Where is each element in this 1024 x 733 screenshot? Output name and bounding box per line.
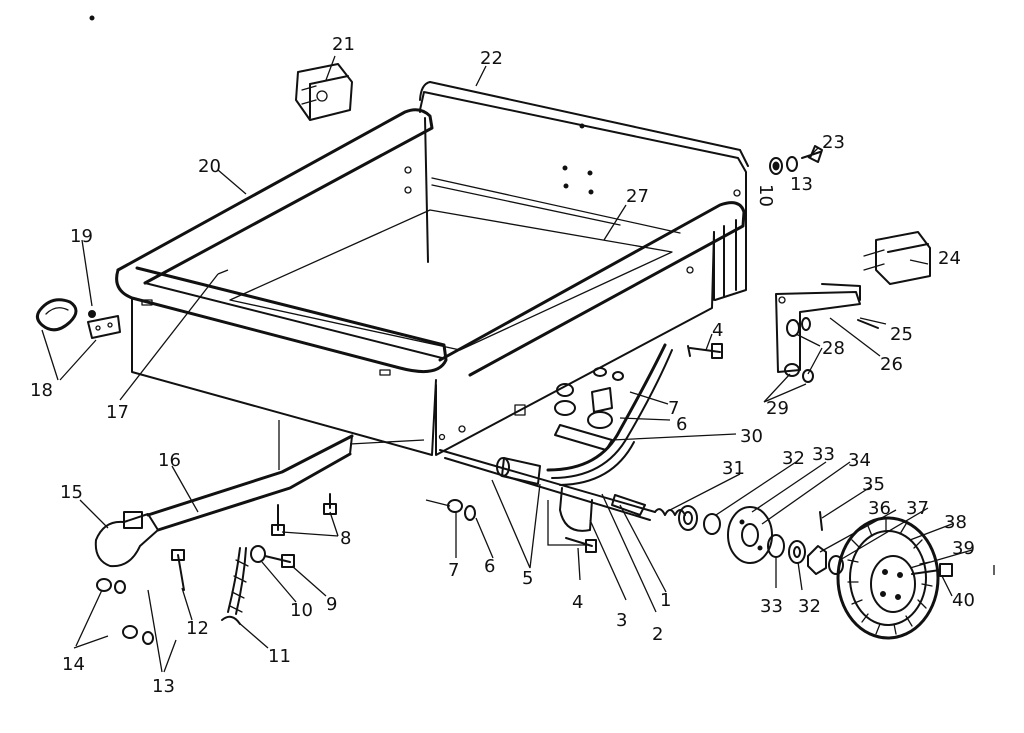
- front-rim: [115, 266, 448, 374]
- dump-latch-parts: [769, 145, 931, 383]
- callout-4: 4: [572, 592, 583, 613]
- callout-33: 33: [812, 444, 835, 465]
- callout-6: 6: [484, 556, 495, 577]
- callout-18: 18: [30, 380, 53, 401]
- callout-34: 34: [848, 450, 871, 471]
- callout-19: 19: [70, 226, 93, 247]
- callout-25: 25: [890, 324, 913, 345]
- right-side-panel: [435, 231, 715, 456]
- tire: [836, 516, 940, 640]
- callout-14: 14: [62, 654, 85, 675]
- callout-15: 15: [60, 482, 83, 503]
- callout-29: 29: [766, 398, 789, 419]
- callout-33: 33: [760, 596, 783, 617]
- callout-39: 39: [952, 538, 975, 559]
- callout-32: 32: [798, 596, 821, 617]
- tongue-assembly: [94, 420, 354, 645]
- wheel-assembly: [678, 505, 953, 640]
- axle-assembly: [439, 343, 723, 553]
- callout-7: 7: [668, 398, 679, 419]
- latch-plate: [87, 315, 121, 339]
- callout-30: 30: [740, 426, 763, 447]
- callout-2: 2: [652, 624, 663, 645]
- callout-21: 21: [332, 34, 355, 55]
- callout-labels: 1 2 3 4 4 5 6 6 7 7 8 9 10 10 11 12 13 1…: [30, 34, 975, 697]
- tongue-bar: [146, 434, 354, 532]
- callout-31: 31: [722, 458, 745, 479]
- callout-20: 20: [198, 156, 221, 177]
- callout-26: 26: [880, 354, 903, 375]
- callout-32: 32: [782, 448, 805, 469]
- leader-lines: [41, 55, 973, 673]
- callout-16: 16: [158, 450, 181, 471]
- callout-7: 7: [448, 560, 459, 581]
- callout-35: 35: [862, 474, 885, 495]
- back-panel: [419, 91, 747, 301]
- left-rail: [116, 108, 434, 285]
- callout-28: 28: [822, 338, 845, 359]
- callout-1: 1: [660, 590, 671, 611]
- callout-40: 40: [952, 590, 975, 611]
- leaf-spring: [546, 343, 667, 472]
- callout-11: 11: [268, 646, 291, 667]
- callout-37: 37: [906, 498, 929, 519]
- callout-17: 17: [106, 402, 129, 423]
- callout-3: 3: [616, 610, 627, 631]
- cart-body: [115, 81, 749, 456]
- callout-22: 22: [480, 48, 503, 69]
- callout-8: 8: [340, 528, 351, 549]
- callout-4: 4: [712, 320, 723, 341]
- u-bolt: [559, 487, 593, 532]
- axle-tube: [439, 449, 656, 521]
- rubber-bumper: [35, 298, 78, 332]
- callout-6: 6: [676, 414, 687, 435]
- callout-24: 24: [938, 248, 961, 269]
- right-rail: [438, 201, 746, 377]
- handle-grip: [295, 63, 353, 121]
- front-panel: [131, 297, 437, 456]
- front-latch-parts: [35, 298, 121, 339]
- callout-5: 5: [522, 568, 533, 589]
- callout-10: 10: [290, 600, 313, 621]
- callout-23: 23: [822, 132, 845, 153]
- callout-13: 13: [152, 676, 175, 697]
- callout-9: 9: [326, 594, 337, 615]
- hitch-coupler: [94, 513, 159, 568]
- callout-10: 10: [755, 184, 776, 207]
- cart-floor: [229, 209, 673, 351]
- callout-38: 38: [944, 512, 967, 533]
- callout-27: 27: [626, 186, 649, 207]
- callout-13: 13: [790, 174, 813, 195]
- callout-12: 12: [186, 618, 209, 639]
- callout-36: 36: [868, 498, 891, 519]
